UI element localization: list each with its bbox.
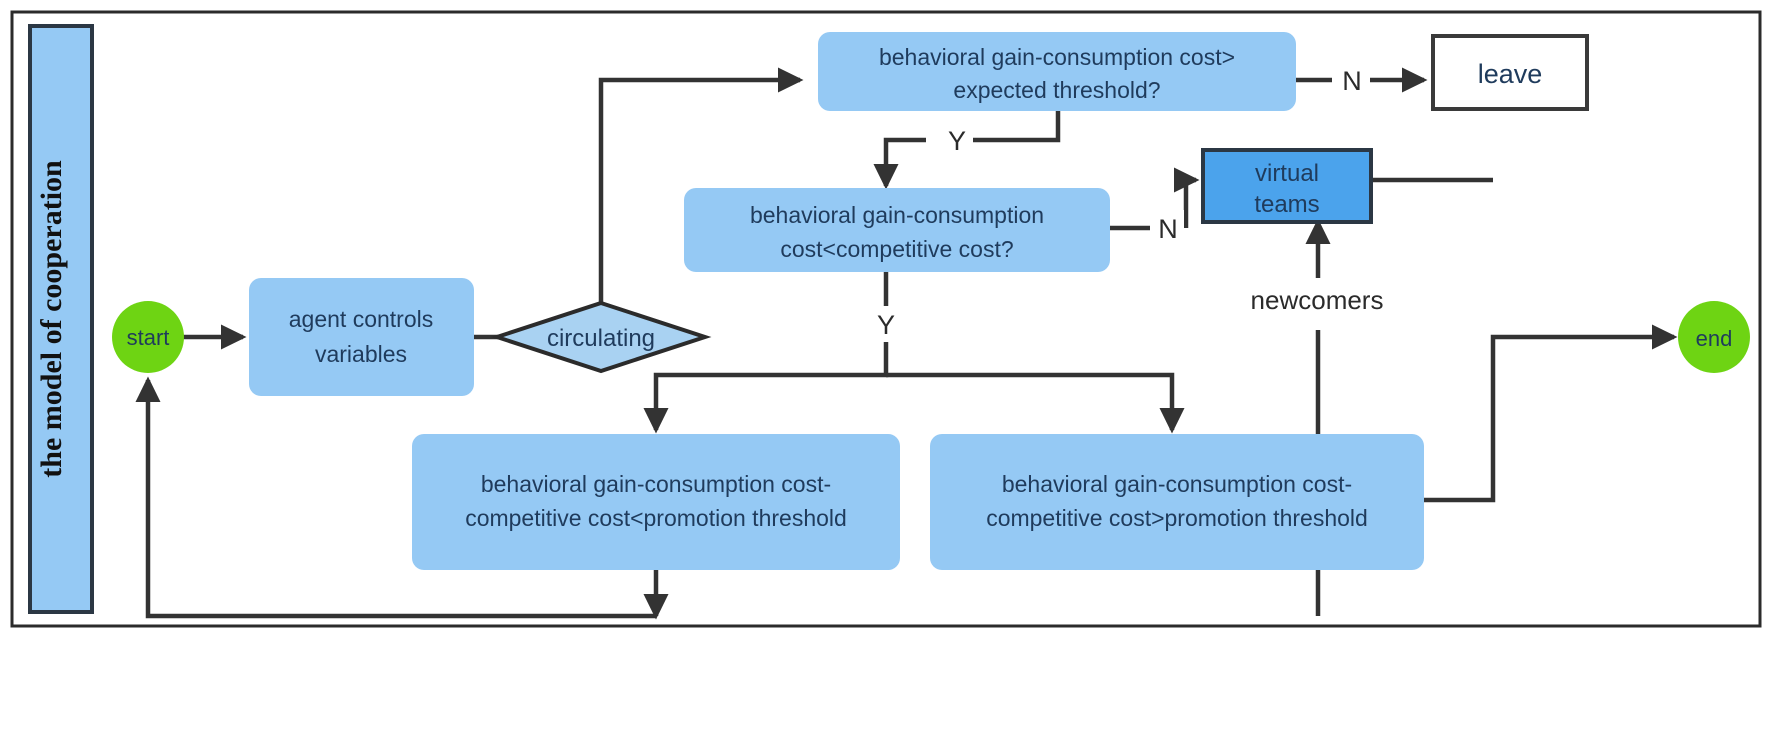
edge-label-newcomers: newcomers <box>1251 285 1384 315</box>
node-decision-expected-line1: behavioral gain-consumption cost> <box>879 44 1235 70</box>
node-promo-less[interactable] <box>412 434 900 570</box>
node-leave[interactable] <box>1431 34 1589 111</box>
edge-promo-greater-to-end <box>1424 324 1678 503</box>
node-decision-competitive[interactable] <box>684 188 1110 272</box>
edge-label-expected-no: N <box>1342 66 1362 96</box>
edge-expected-yes-right <box>960 111 1061 143</box>
edge-label-bg-expected-no <box>1336 62 1368 96</box>
node-start-label: start <box>127 325 170 350</box>
edge-to-promo-less <box>643 342 889 434</box>
node-agent-controls[interactable] <box>249 278 474 396</box>
edge-label-bg-competitive-no <box>1152 210 1184 244</box>
edge-expected-yes-down <box>873 137 926 190</box>
node-promo-less-line1: behavioral gain-consumption cost- <box>481 471 831 497</box>
edge-label-bg-newcomers <box>1210 278 1425 318</box>
edge-label-competitive-no: N <box>1158 214 1178 244</box>
node-decision-expected[interactable] <box>818 32 1296 111</box>
node-decision-competitive-line2: cost<competitive cost? <box>780 236 1013 262</box>
node-promo-greater-line1: behavioral gain-consumption cost- <box>1002 471 1352 497</box>
node-virtual-teams-line2: teams <box>1254 191 1319 218</box>
node-end[interactable] <box>1678 301 1750 373</box>
node-decision-competitive-line1: behavioral gain-consumption <box>750 202 1044 228</box>
edge-label-competitive-yes: Y <box>877 310 895 340</box>
node-virtual-teams-line1: virtual <box>1255 160 1319 187</box>
edge-label-bg-expected-yes <box>941 122 973 156</box>
edge-to-promo-greater <box>886 372 1185 434</box>
edge-label-expected-yes: Y <box>948 126 966 156</box>
node-circulating-label: circulating <box>547 325 655 352</box>
edge-competitive-to-virtual-teams <box>1173 167 1200 228</box>
node-end-label: end <box>1696 326 1733 351</box>
node-circulating[interactable] <box>490 300 712 374</box>
node-leave-label: leave <box>1478 59 1543 89</box>
swimlane-band <box>28 24 94 614</box>
edge-label-bg-competitive-yes <box>870 306 902 340</box>
node-promo-less-line2: competitive cost<promotion threshold <box>465 505 847 531</box>
node-decision-expected-line2: expected threshold? <box>953 77 1160 103</box>
edge-loop-back-to-start <box>135 376 656 619</box>
node-agent-controls-line1: agent controls <box>289 306 433 332</box>
node-agent-controls-line2: variables <box>315 341 407 367</box>
node-promo-greater[interactable] <box>930 434 1424 570</box>
edge-circulating-to-expected <box>598 67 804 303</box>
swimlane-title: the model of cooperation <box>35 160 68 478</box>
node-start[interactable] <box>112 301 184 373</box>
node-virtual-teams[interactable] <box>1201 148 1373 224</box>
diagram-frame <box>10 10 1762 628</box>
node-promo-greater-line2: competitive cost>promotion threshold <box>986 505 1368 531</box>
